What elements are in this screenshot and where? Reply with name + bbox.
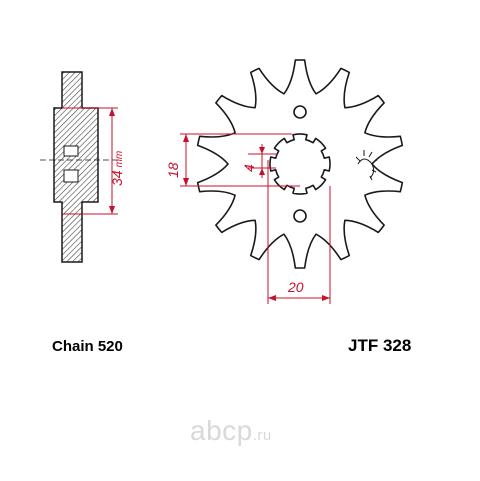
watermark-main: abcp xyxy=(190,415,253,446)
dimension-side-width: 34 mm xyxy=(62,107,125,215)
side-view: 34 mm xyxy=(40,71,125,263)
chain-size-label: Chain 520 xyxy=(52,338,123,355)
mount-hole-top xyxy=(293,105,307,119)
side-hub-window-bottom xyxy=(63,169,79,183)
side-width-unit: mm xyxy=(114,151,125,168)
splined-bore xyxy=(269,133,331,195)
side-hub-window-top xyxy=(63,145,79,157)
watermark-suffix: .ru xyxy=(252,427,272,444)
dimension-spline-width: 4 xyxy=(241,144,276,178)
front-view xyxy=(196,59,404,269)
dimension-bore-flats: 18 xyxy=(165,133,300,187)
side-width-value: 34 xyxy=(109,170,125,186)
dimension-bore-diameter: 20 xyxy=(267,160,331,304)
tooth-profile-symbol xyxy=(355,150,378,181)
watermark: abcp.ru xyxy=(190,415,272,447)
part-number-label: JTF 328 xyxy=(348,336,412,355)
svg-text:34mm: 34 mm xyxy=(109,151,125,186)
mount-hole-bottom xyxy=(293,209,307,223)
spline-width-value: 4 xyxy=(241,164,257,172)
bore-diameter-value: 20 xyxy=(287,279,304,295)
side-profile-outline xyxy=(53,71,99,263)
bore-flats-value: 18 xyxy=(165,162,181,178)
